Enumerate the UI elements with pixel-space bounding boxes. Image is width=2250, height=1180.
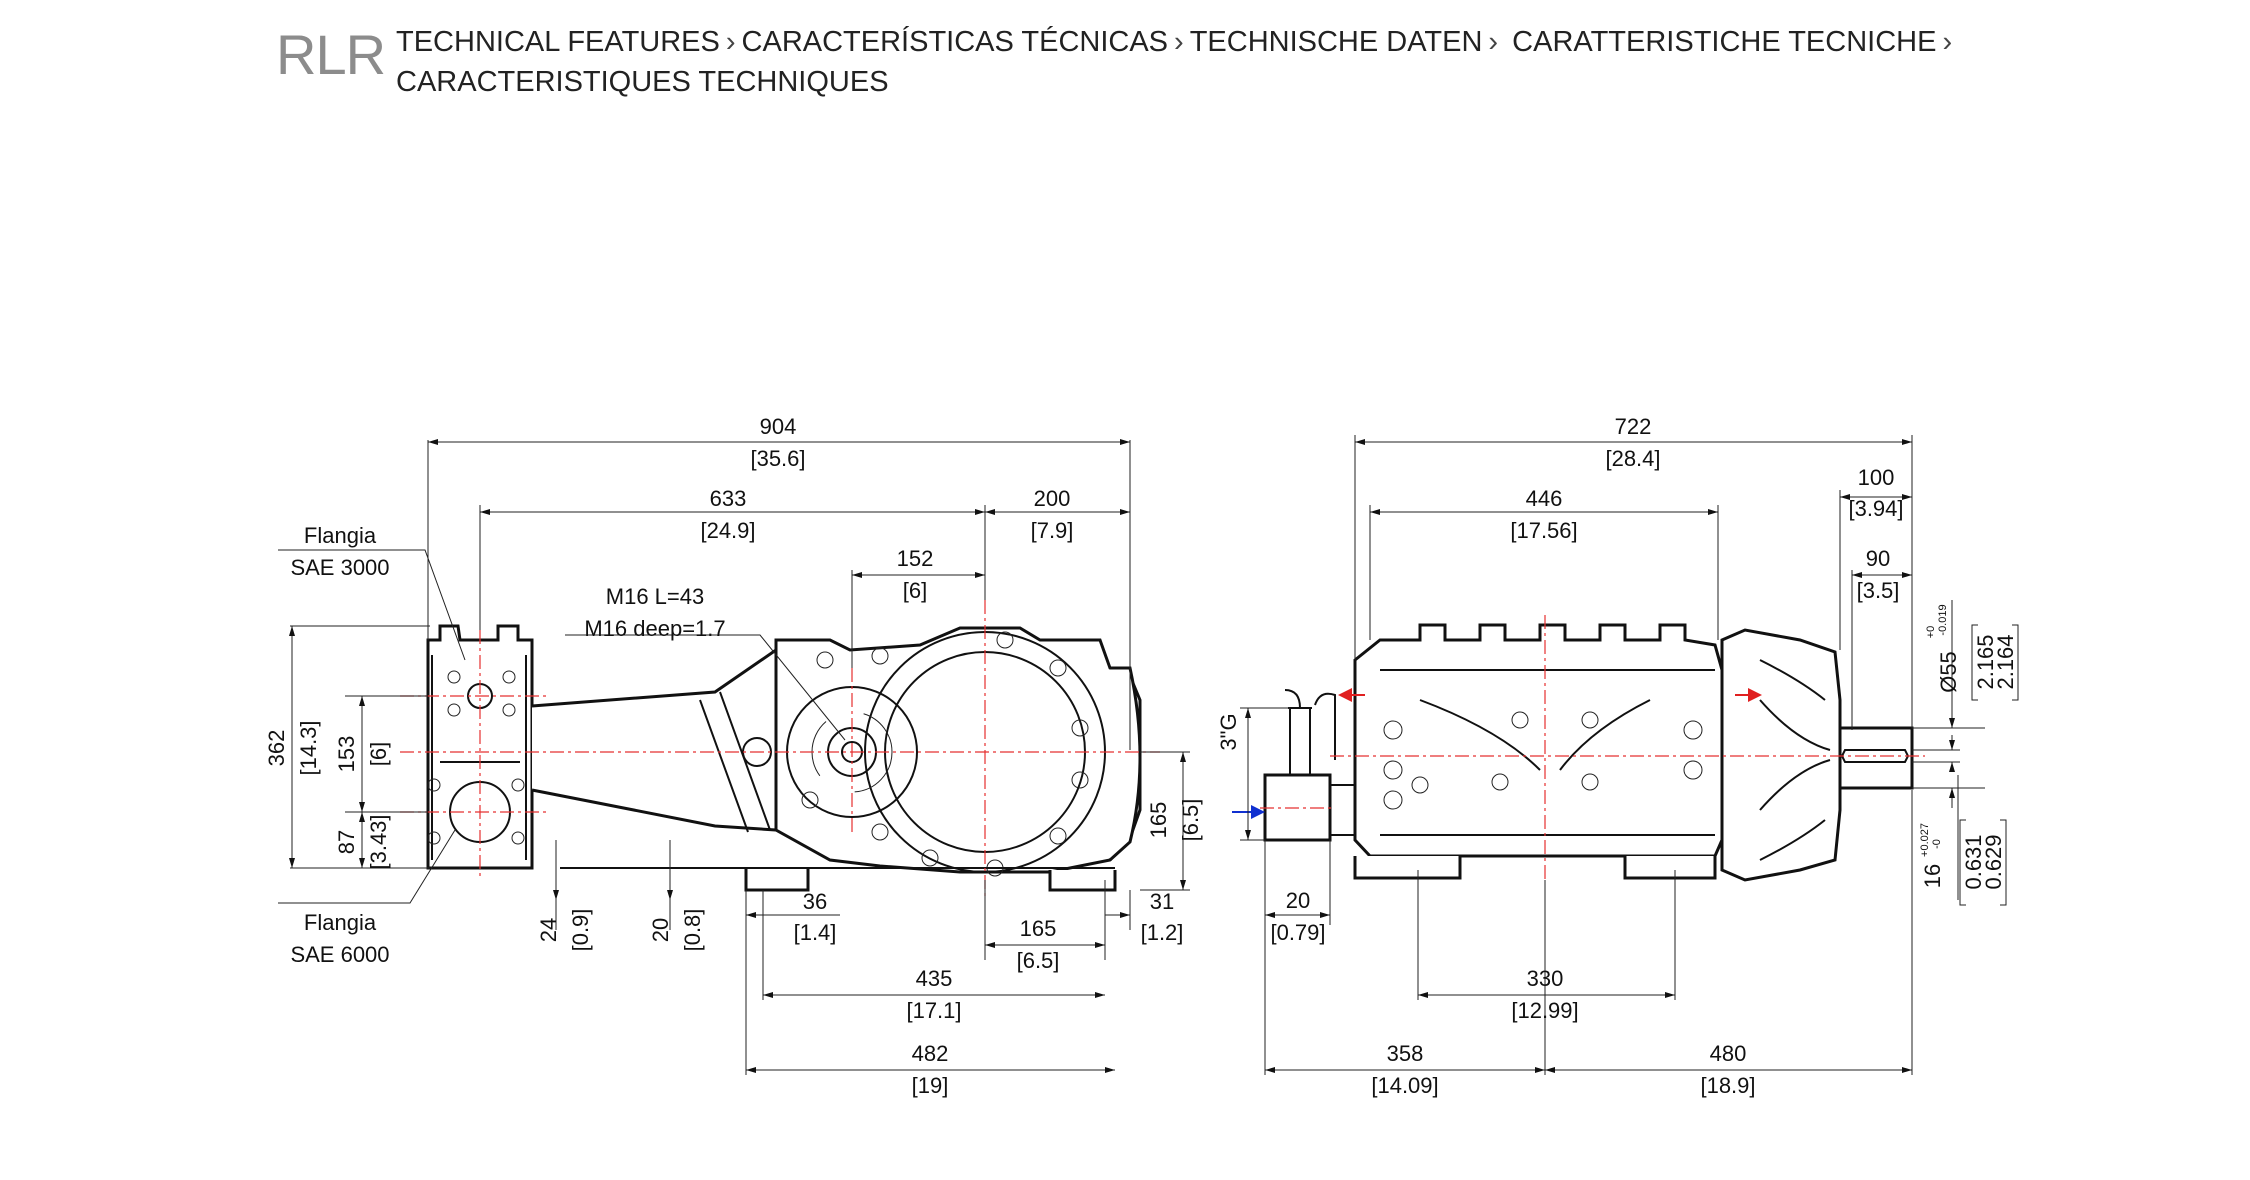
flange-top-label: Flangia (304, 523, 377, 548)
front-view: 722 [28.4] 446 [17.56] 100 [3.94] 90 [3.… (1216, 414, 2019, 1098)
shaft-in-1: 2.165 (1973, 634, 1998, 689)
title-it: CARATTERISTICHE TECNICHE (1512, 26, 1937, 58)
front-view-extension-lines (1240, 435, 1985, 1075)
header-titles: TECHNICAL FEATURES›CARACTERÍSTICAS TÉCNI… (396, 26, 1953, 98)
dim-165-v-in: [6.5] (1178, 799, 1203, 842)
key-in-2: 0.629 (1981, 834, 2006, 889)
dim-87: 87 (334, 830, 359, 854)
dim-330-in: [12.99] (1511, 998, 1578, 1023)
dim-633-in: [24.9] (700, 518, 755, 543)
dim-152: 152 (897, 546, 934, 571)
flange-bottom-label: Flangia (304, 910, 377, 935)
dim-100-in: [3.94] (1848, 496, 1903, 521)
header: RLR TECHNICAL FEATURES›CARACTERÍSTICAS T… (0, 0, 2250, 140)
dim-358: 358 (1387, 1041, 1424, 1066)
front-view-pump-body (1263, 623, 1914, 882)
shaft-tol-low: -0.019 (1937, 604, 1949, 635)
dim-446: 446 (1526, 486, 1563, 511)
title-es: CARACTERÍSTICAS TÉCNICAS (741, 26, 1169, 58)
dim-480: 480 (1710, 1041, 1747, 1066)
dim-90-in: [3.5] (1857, 578, 1900, 603)
dim-480-in: [18.9] (1700, 1073, 1755, 1098)
dim-20-in: [0.8] (680, 909, 705, 952)
shaft-tol-up: +0 (1925, 626, 1937, 639)
side-view-dimension-lines (278, 439, 1186, 1073)
model-code: RLR (276, 23, 386, 86)
dim-722-in: [28.4] (1605, 446, 1660, 471)
title-de: TECHNISCHE DATEN (1189, 26, 1483, 58)
dim-435-in: [17.1] (906, 998, 961, 1023)
flow-arrows (1232, 688, 1762, 819)
flange-top-sae: SAE 3000 (290, 555, 389, 580)
dim-482-in: [19] (912, 1073, 949, 1098)
shaft-diameter-dim: Ø55 +0 -0.019 2.165 2.164 (1925, 604, 2019, 701)
key-tol-up: +0.027 (1919, 823, 1931, 857)
thread-label-1: M16 L=43 (606, 584, 704, 609)
key-dim: 16 +0.027 -0 0.631 0.629 (1919, 819, 2007, 906)
dim-153: 153 (334, 736, 359, 773)
title-en: TECHNICAL FEATURES (396, 26, 720, 58)
inlet-arrow (1251, 805, 1265, 819)
dim-330: 330 (1527, 966, 1564, 991)
key-tol-low: -0 (1931, 839, 1943, 849)
dim-446-in: [17.56] (1510, 518, 1577, 543)
dim-100: 100 (1858, 465, 1895, 490)
dim-20-front: 20 (1286, 888, 1310, 913)
dim-key: 16 (1920, 864, 1945, 888)
dim-358-in: [14.09] (1371, 1073, 1438, 1098)
vertical-dims-left: 362 [14.3] 153 [6] 87 [3.43] 24 [0.9] 20… (264, 720, 1203, 951)
key-in-1: 0.631 (1961, 834, 1986, 889)
dim-435: 435 (916, 966, 953, 991)
dim-165-h: 165 (1020, 916, 1057, 941)
dim-24: 24 (536, 918, 561, 942)
dim-90: 90 (1866, 546, 1890, 571)
inlet-thread-label: 3"G (1216, 713, 1241, 750)
dim-904-in: [35.6] (750, 446, 805, 471)
dim-20-front-in: [0.79] (1270, 920, 1325, 945)
dim-87-in: [3.43] (366, 814, 391, 869)
dim-633: 633 (710, 486, 747, 511)
dim-722: 722 (1615, 414, 1652, 439)
dim-31-in: [1.2] (1141, 920, 1184, 945)
side-view-pump-body (426, 624, 1142, 892)
dim-165-v: 165 (1146, 802, 1171, 839)
shaft-in-2: 2.164 (1993, 634, 2018, 689)
dim-362: 362 (264, 730, 289, 767)
outlet-arrow-left (1338, 688, 1352, 702)
front-view-dimension-lines (1245, 439, 1959, 1073)
dim-904: 904 (760, 414, 797, 439)
dim-482: 482 (912, 1041, 949, 1066)
dim-200: 200 (1034, 486, 1071, 511)
dim-31: 31 (1150, 889, 1174, 914)
dim-20: 20 (648, 918, 673, 942)
dim-36-in: [1.4] (794, 920, 837, 945)
dim-36: 36 (803, 889, 827, 914)
dim-shaft-dia: Ø55 (1936, 651, 1961, 693)
dim-200-in: [7.9] (1031, 518, 1074, 543)
dim-153-in: [6] (366, 742, 391, 766)
outlet-arrow-right (1748, 688, 1762, 702)
flange-bottom-sae: SAE 6000 (290, 942, 389, 967)
title-fr: CARACTERISTIQUES TECHNIQUES (396, 66, 889, 98)
side-view: 904 [35.6] 633 [24.9] 200 [7.9] 152 [6] … (264, 414, 1203, 1098)
dim-152-in: [6] (903, 578, 927, 603)
dim-165-h-in: [6.5] (1017, 948, 1060, 973)
thread-label-2: M16 deep=1.7 (584, 616, 725, 641)
dim-24-in: [0.9] (568, 909, 593, 952)
dim-362-in: [14.3] (296, 720, 321, 775)
